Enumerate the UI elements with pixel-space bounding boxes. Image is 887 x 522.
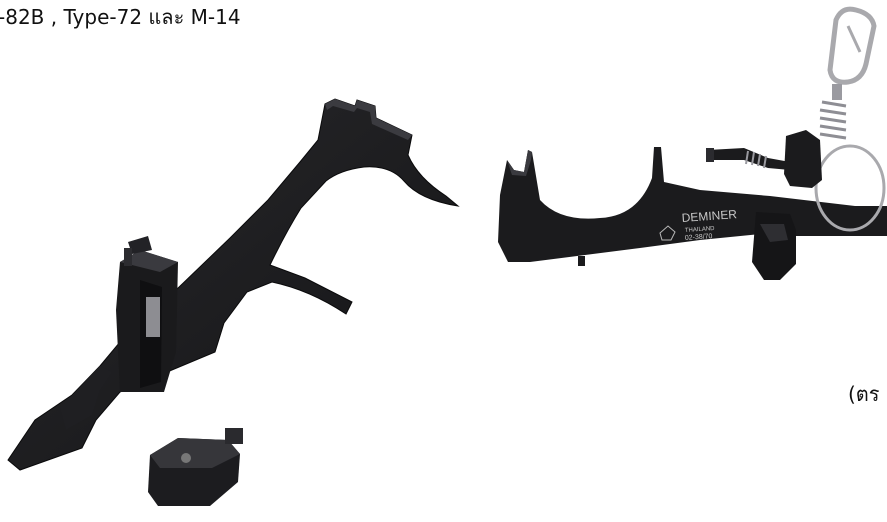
engraving-brand: DEMINER	[681, 207, 738, 225]
engraving-emblem-icon	[659, 225, 676, 241]
engraving-country: THAILAND	[685, 226, 716, 234]
document-caption-right-cut: (ตร	[848, 382, 880, 406]
left-tool-socket	[116, 236, 178, 392]
right-tool-clamp	[752, 212, 796, 280]
engraving-code: 02-38/70	[685, 233, 713, 242]
keyring-icon	[706, 6, 886, 232]
right-tool-plate: DEMINER THAILAND 02-38/70	[498, 147, 887, 266]
left-tool-attachment	[148, 428, 243, 506]
right-tool-rod	[796, 226, 887, 236]
document-caption-top: -82B , Type-72 และ M-14	[0, 5, 241, 29]
left-tool-hole	[95, 441, 105, 451]
